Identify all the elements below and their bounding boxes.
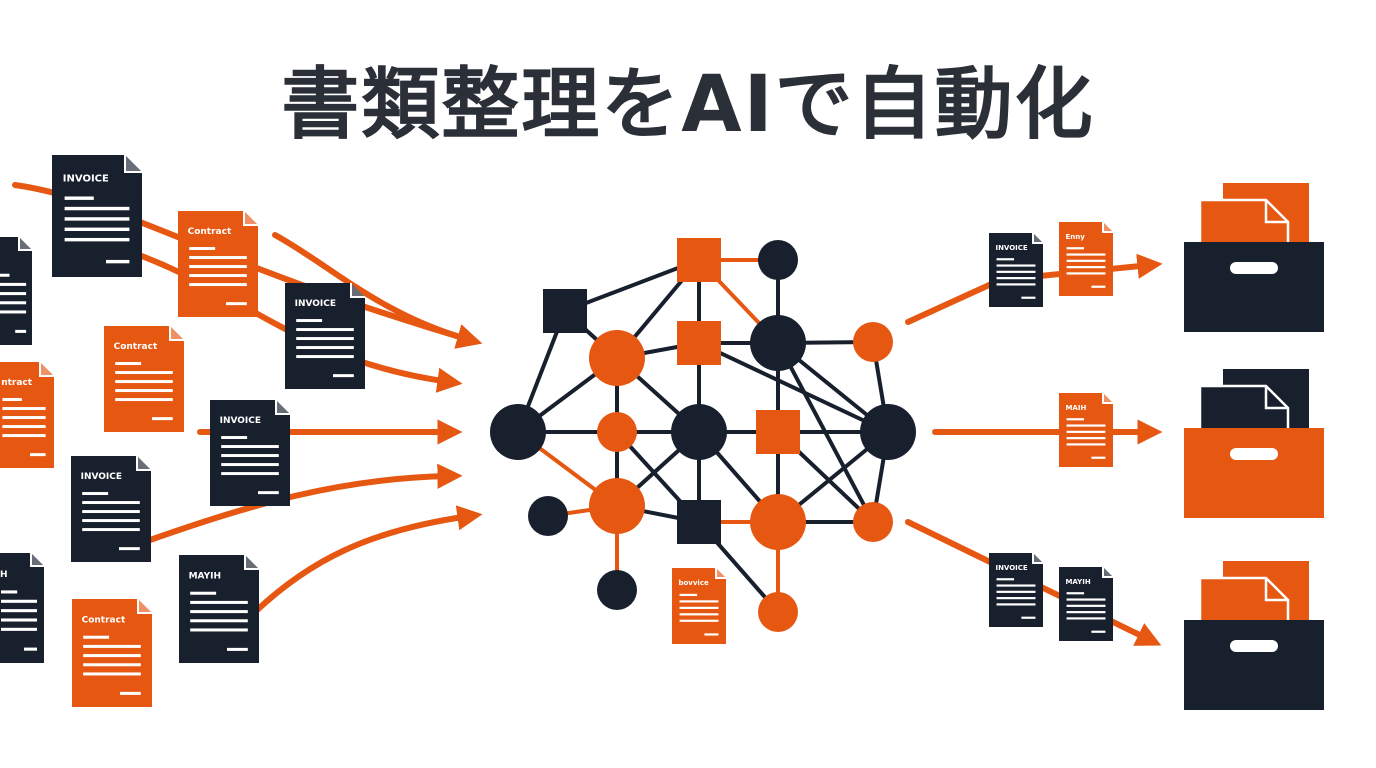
document-icon: INVOICE — [52, 155, 142, 277]
document-icon: INVOICE — [989, 553, 1043, 627]
document-icon: Contract — [104, 326, 184, 432]
document-icon: Contract — [178, 211, 258, 317]
document-label: INVOICE — [295, 299, 336, 309]
network-node — [750, 315, 806, 371]
document-label: H — [0, 570, 8, 580]
document-icon: MAYIH — [179, 555, 259, 663]
document-icon: bovvice — [672, 568, 726, 644]
document-icon: INVOICE — [210, 400, 290, 506]
flow-arrow-icon — [252, 505, 483, 615]
network-node — [543, 289, 587, 333]
document-label: INVOICE — [63, 173, 109, 184]
network-edge — [698, 341, 889, 434]
document-label: INVOICE — [995, 244, 1027, 252]
flow-arrow-icon — [272, 232, 483, 349]
network-edge — [564, 258, 700, 313]
flow-arrow-icon — [147, 463, 463, 543]
document-label: Enny — [1065, 233, 1085, 241]
network-node — [597, 570, 637, 610]
document-label: Contract — [114, 342, 158, 352]
network-node — [758, 240, 798, 280]
network-node — [490, 404, 546, 460]
document-icon: INVOICE — [285, 283, 365, 389]
network-node — [589, 478, 645, 534]
network-node — [860, 404, 916, 460]
archive-box-icon — [1184, 181, 1324, 332]
document-label: Contract — [82, 616, 126, 626]
network-node — [853, 502, 893, 542]
flow-arrow-icon — [107, 242, 463, 393]
document-label: MAYIH — [189, 572, 221, 582]
document-icon: H — [0, 553, 44, 663]
document-label: INVOICE — [81, 472, 122, 482]
document-icon: INVOICE — [71, 456, 151, 562]
document-label: INVOICE — [995, 564, 1027, 572]
network-node — [677, 500, 721, 544]
document-icon — [0, 237, 32, 345]
network-node — [756, 410, 800, 454]
document-label: INVOICE — [220, 416, 261, 426]
document-label: MAIH — [1065, 404, 1086, 412]
network-node — [597, 412, 637, 452]
document-icon: MAYIH — [1059, 567, 1113, 641]
page-title: 書類整理をAIで自動化 — [281, 60, 1095, 150]
network-node — [677, 321, 721, 365]
document-label: bovvice — [678, 579, 708, 587]
document-icon: ntract — [0, 362, 54, 468]
network-node — [589, 330, 645, 386]
network-node — [758, 592, 798, 632]
network-node — [671, 404, 727, 460]
network-edge — [776, 342, 875, 523]
document-label: ntract — [1, 378, 33, 388]
document-icon: INVOICE — [989, 233, 1043, 307]
network-node — [853, 322, 893, 362]
archive-box-icon — [1184, 367, 1324, 518]
archive-box-icon — [1184, 559, 1324, 710]
network-node — [528, 496, 568, 536]
document-icon: Enny — [1059, 222, 1113, 296]
network-node — [677, 238, 721, 282]
document-label: MAYIH — [1065, 578, 1090, 586]
document-label: Contract — [188, 227, 232, 237]
document-icon: Contract — [72, 599, 152, 707]
network-node — [750, 494, 806, 550]
document-icon: MAIH — [1059, 393, 1113, 467]
